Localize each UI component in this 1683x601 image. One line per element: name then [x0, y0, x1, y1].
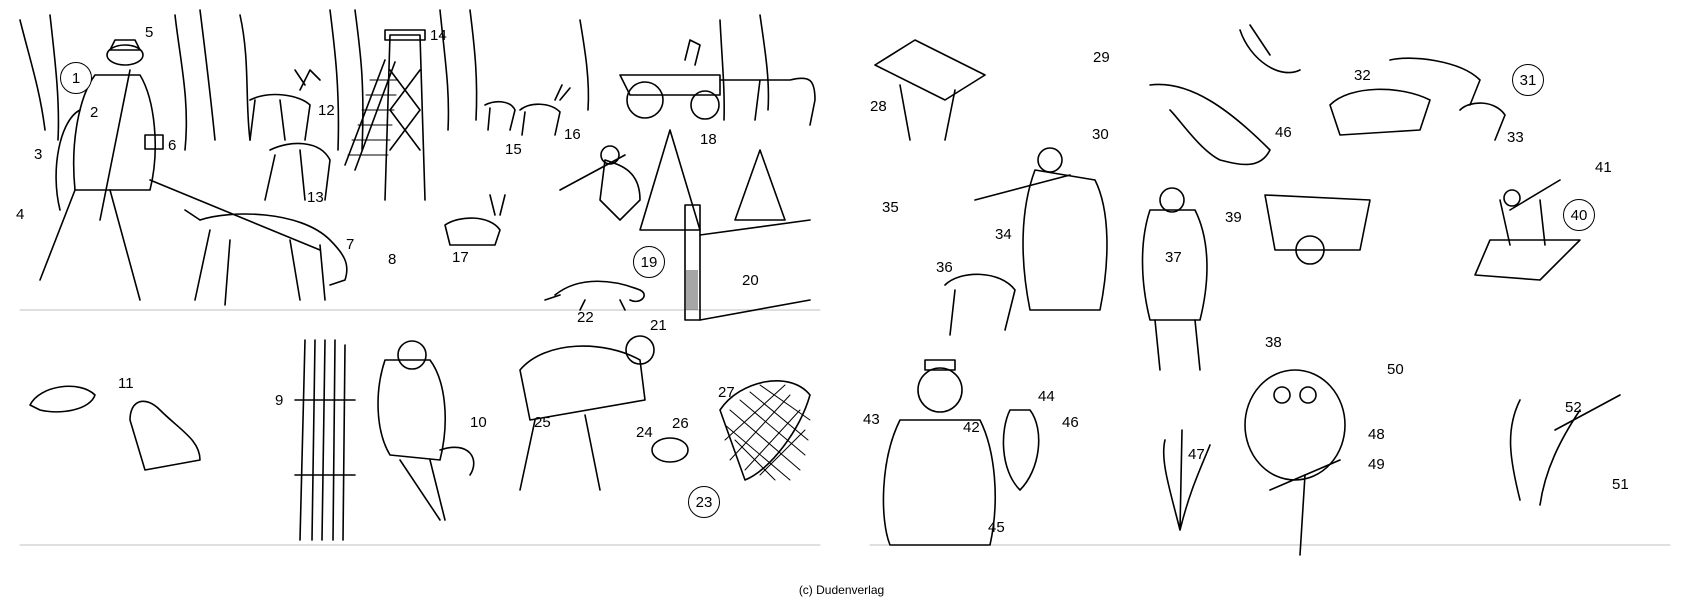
label-24: 24: [636, 424, 653, 441]
label-30: 30: [1092, 126, 1109, 143]
label-29: 29: [1093, 49, 1110, 66]
label-46-falcon: 46: [1062, 414, 1079, 431]
label-8: 8: [388, 251, 397, 268]
label-32: 32: [1354, 67, 1371, 84]
label-47: 47: [1188, 446, 1205, 463]
label-21: 21: [650, 317, 667, 334]
label-42: 42: [963, 419, 980, 436]
label-2: 2: [90, 104, 99, 121]
label-14: 14: [430, 27, 447, 44]
label-43: 43: [863, 411, 880, 428]
bush-and-lime-twig: [1162, 394, 1621, 531]
pointer-dog: [184, 209, 348, 306]
label-40: 40: [1563, 199, 1595, 231]
label-1: 1: [60, 62, 92, 94]
label-20: 20: [742, 272, 759, 289]
red-deer-stag-and-hind: [249, 69, 331, 201]
falconer-with-hawk: [882, 359, 1040, 546]
label-16: 16: [564, 126, 581, 143]
purse-net: [719, 380, 811, 481]
label-51: 51: [1612, 476, 1629, 493]
feeding-rack: [874, 39, 986, 141]
label-19: 19: [633, 246, 665, 278]
heron-and-bird-of-prey: [1149, 24, 1301, 166]
label-50: 50: [1387, 361, 1404, 378]
young-fir-trees: [639, 129, 786, 231]
label-5: 5: [145, 24, 154, 41]
forest-trees-left: [19, 9, 770, 151]
label-46-hawk: 46: [1275, 124, 1292, 141]
hunter-aiming-rifle: [559, 145, 641, 221]
label-45: 45: [988, 519, 1005, 536]
hunters-driven-shoot: [974, 147, 1208, 371]
roe-deer-group: [484, 84, 571, 136]
label-44: 44: [1038, 388, 1055, 405]
label-3: 3: [34, 146, 43, 163]
marten: [544, 280, 645, 311]
copyright-notice: (c) Dudenverlag: [798, 583, 885, 597]
box-trap: [684, 204, 811, 321]
horse-drawn-cart: [619, 39, 816, 126]
label-27: 27: [718, 384, 735, 401]
label-18: 18: [700, 131, 717, 148]
label-23: 23: [688, 486, 720, 518]
label-36: 36: [936, 259, 953, 276]
label-7: 7: [346, 236, 355, 253]
high-seat: [344, 29, 426, 201]
label-48: 48: [1368, 426, 1385, 443]
label-26: 26: [672, 415, 689, 432]
label-10: 10: [470, 414, 487, 431]
label-17: 17: [452, 249, 469, 266]
label-28: 28: [870, 98, 887, 115]
label-38: 38: [1265, 334, 1282, 351]
label-6: 6: [168, 137, 177, 154]
label-35: 35: [882, 199, 899, 216]
wild-boar-and-dog: [1329, 57, 1506, 141]
label-37: 37: [1165, 249, 1182, 266]
label-12: 12: [318, 102, 335, 119]
label-33: 33: [1507, 129, 1524, 146]
label-52: 52: [1565, 399, 1582, 416]
boat-hunter-on-lake: [1474, 179, 1581, 281]
label-31: 31: [1512, 64, 1544, 96]
label-11: 11: [118, 375, 134, 392]
label-13: 13: [307, 189, 324, 206]
label-39: 39: [1225, 209, 1242, 226]
eagle-owl-on-perch: [1244, 369, 1346, 556]
label-4: 4: [16, 206, 25, 223]
label-22: 22: [577, 309, 594, 326]
hunting-blind-and-seated-hunter: [294, 339, 475, 541]
label-25: 25: [534, 414, 551, 431]
hunter-with-ferret: [519, 335, 689, 491]
label-49: 49: [1368, 456, 1385, 473]
dog-and-game-cart: [944, 194, 1371, 336]
grouse-birds: [29, 385, 201, 471]
label-34: 34: [995, 226, 1012, 243]
label-15: 15: [505, 141, 522, 158]
label-9: 9: [275, 392, 284, 409]
label-41: 41: [1595, 159, 1612, 176]
hare: [444, 194, 506, 246]
